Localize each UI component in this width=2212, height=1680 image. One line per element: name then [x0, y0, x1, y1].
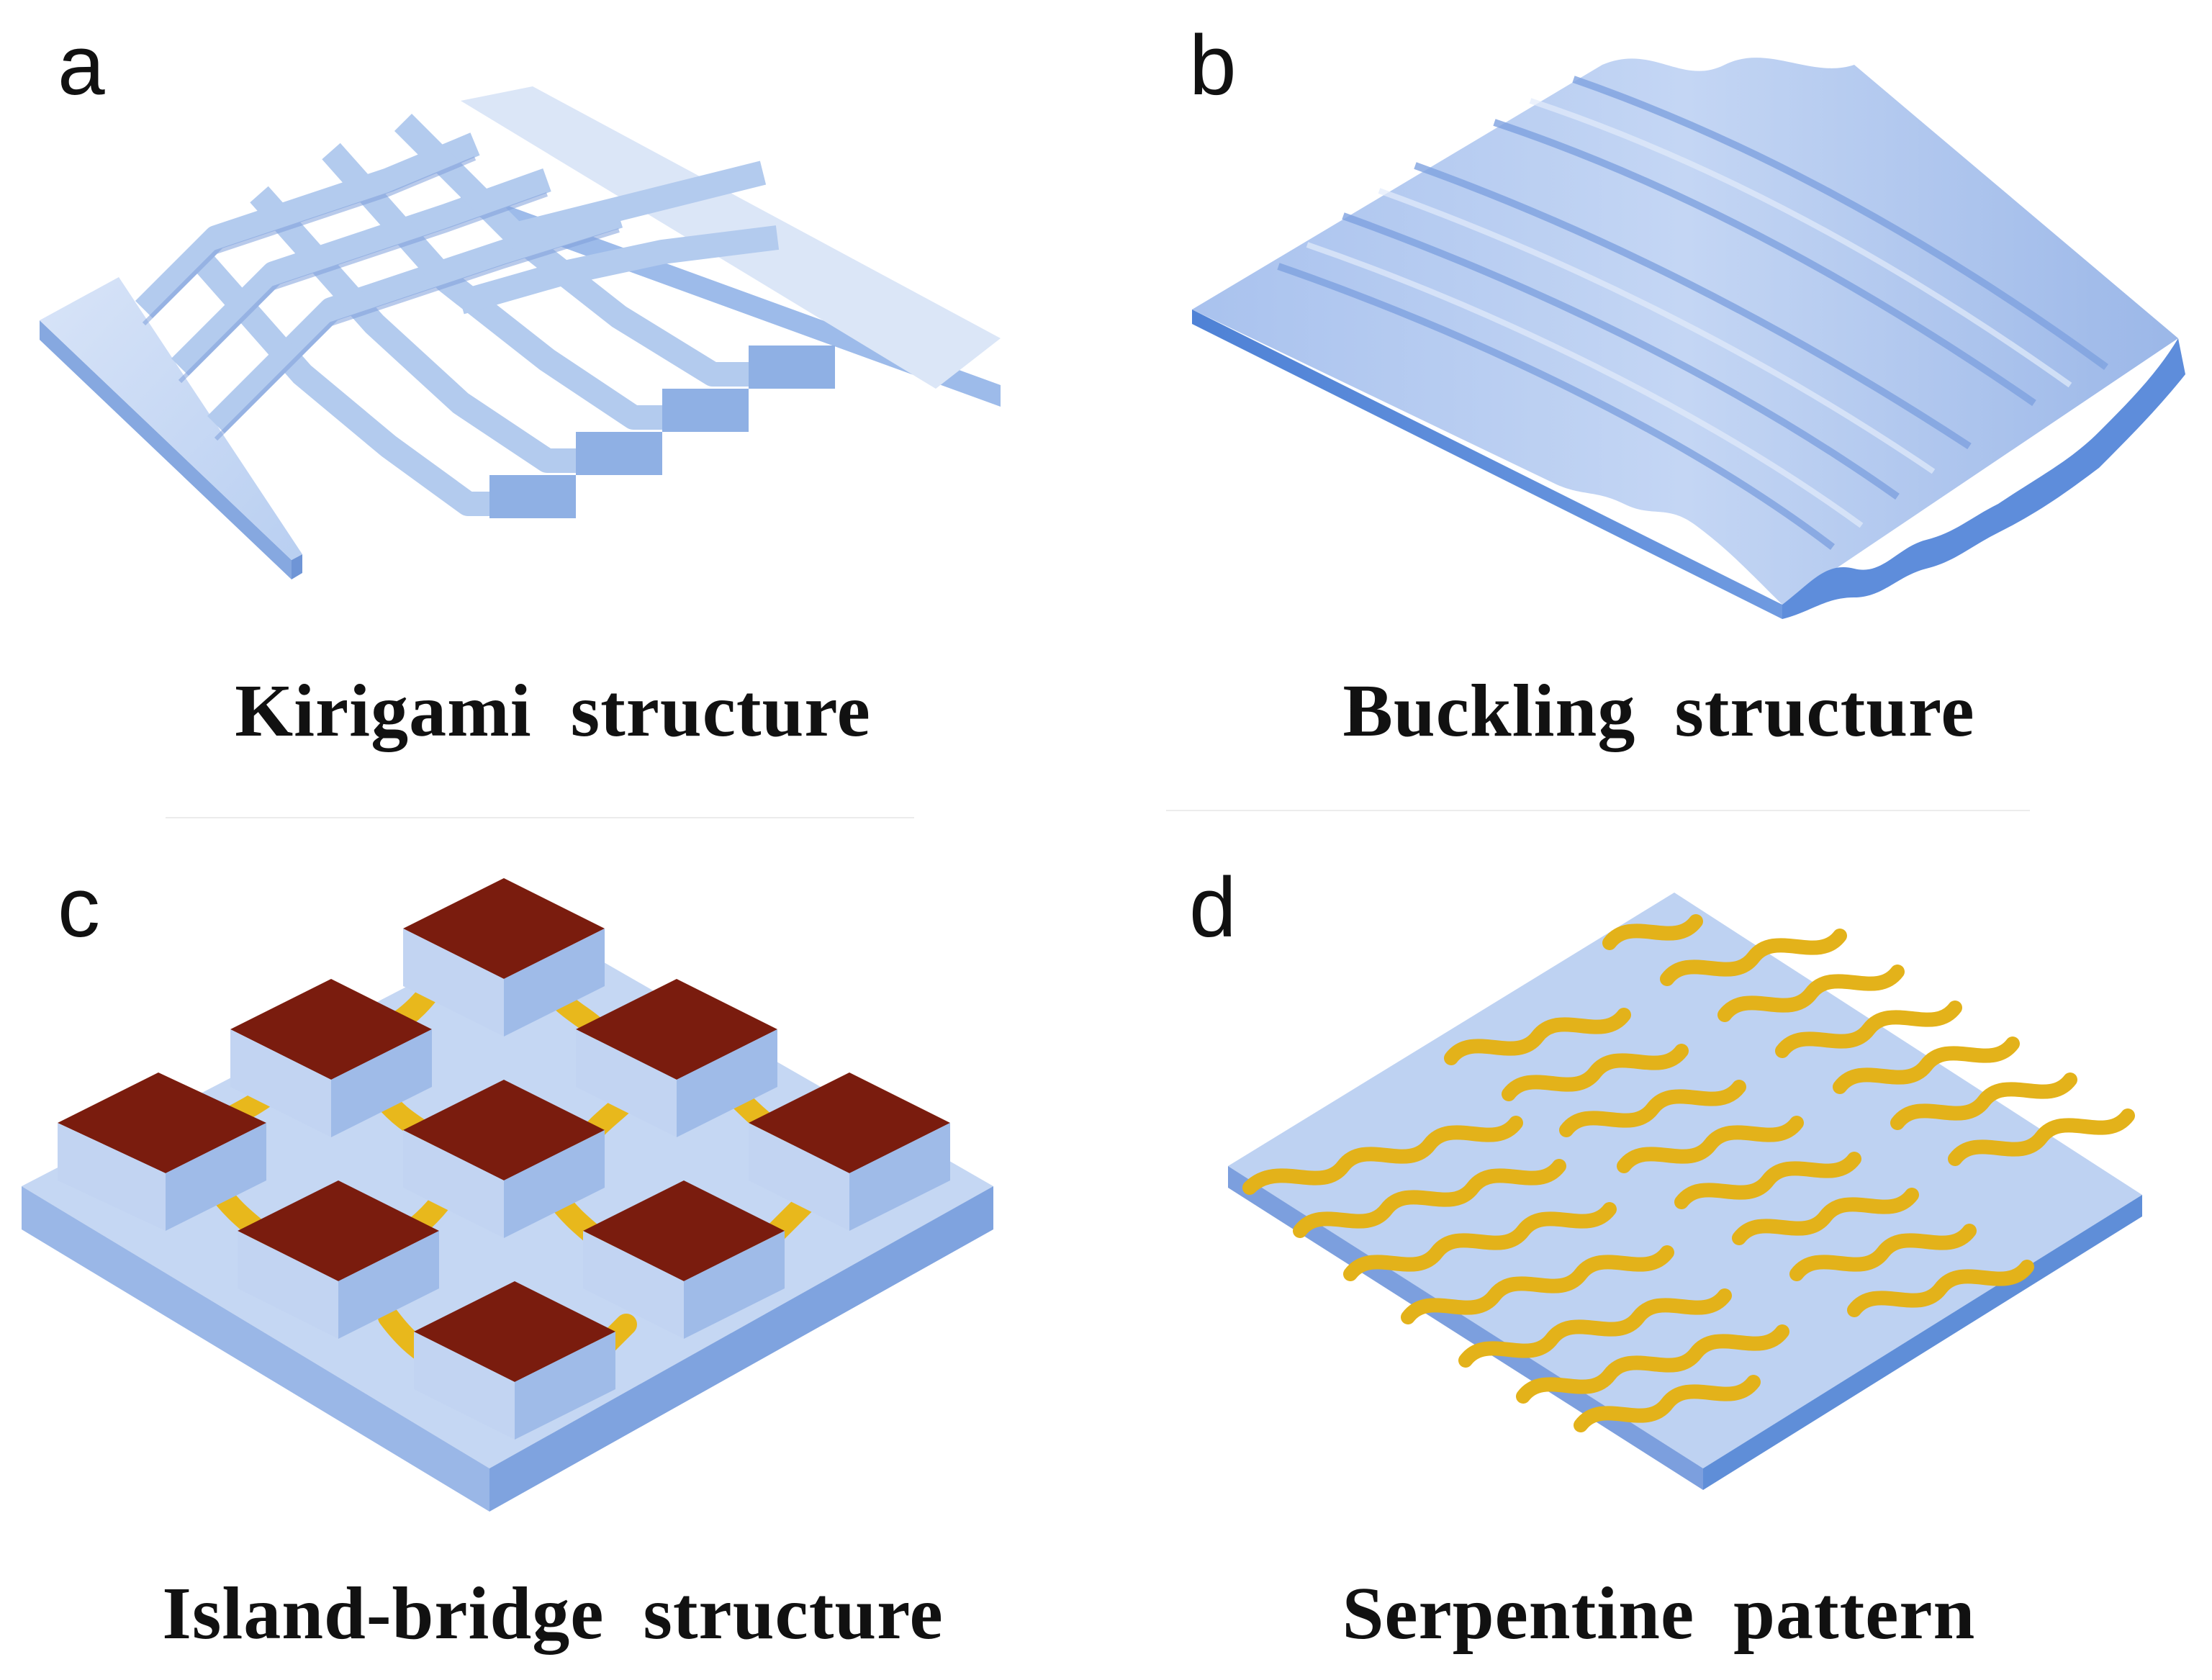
panel-label-c: c	[58, 860, 100, 955]
serpentine-traces	[1242, 914, 2135, 1432]
panel-b: b Buckling structure	[1106, 0, 2212, 821]
buckling-highlights	[1306, 98, 2072, 528]
caption-a: Kirigami structure	[235, 669, 871, 752]
island-bridge-illustration	[22, 878, 993, 1512]
buckling-front-side	[1192, 310, 1782, 619]
substrate-top	[1228, 893, 2142, 1468]
kirigami-lattice-edges	[142, 156, 620, 441]
panel-c: c Island-bridge structure	[0, 821, 1106, 1680]
serpentine-illustration	[1228, 893, 2142, 1490]
panel-d: d Serpentine pattern	[1106, 821, 2212, 1680]
island	[58, 1072, 266, 1173]
panel-a: a Kirigami structure	[0, 0, 1106, 821]
divider	[166, 817, 914, 818]
panel-label-d: d	[1189, 860, 1237, 955]
buckling-surface	[1192, 58, 2178, 605]
buckling-right-side	[1782, 338, 2185, 619]
kirigami-right-slab-side	[461, 189, 1001, 407]
buckling-illustration	[1192, 58, 2185, 619]
panel-label-a: a	[58, 18, 105, 113]
substrate-left-side	[1228, 1166, 1703, 1490]
kirigami-left-slab	[40, 277, 302, 560]
substrate-left-side	[22, 1186, 489, 1512]
caption-d: Serpentine pattern	[1342, 1572, 1976, 1655]
caption-b: Buckling structure	[1342, 669, 1975, 752]
islands	[58, 878, 950, 1440]
caption-c: Island-bridge structure	[162, 1572, 944, 1655]
kirigami-left-slab-side	[40, 320, 292, 579]
panel-label-b: b	[1189, 18, 1237, 113]
buckling-ridges	[1277, 76, 2108, 550]
substrate-right-side	[489, 1186, 993, 1512]
kirigami-lattice	[135, 113, 806, 516]
divider	[1166, 810, 2030, 811]
kirigami-illustration	[40, 86, 1001, 579]
